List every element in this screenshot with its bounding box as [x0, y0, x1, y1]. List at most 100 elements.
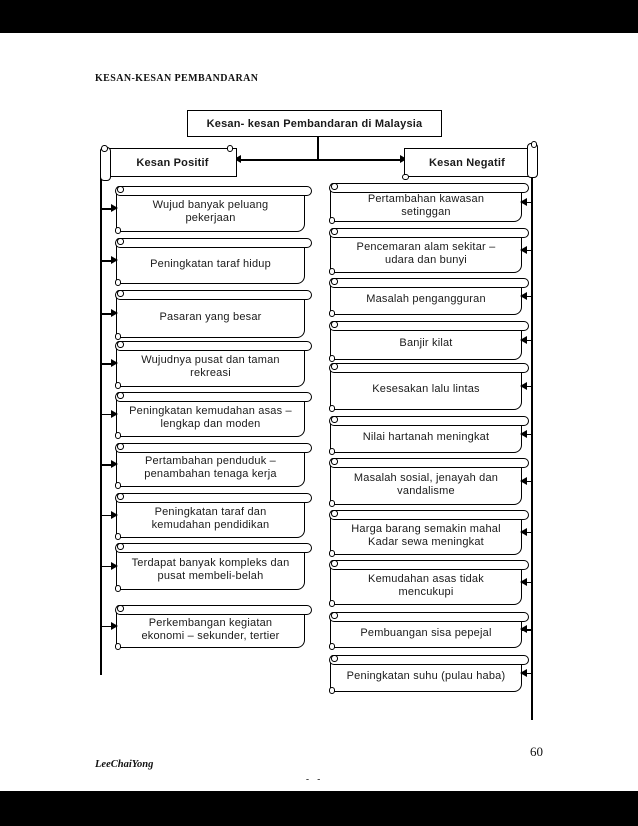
scroll-curl-icon	[114, 643, 121, 650]
scroll-curl-icon	[117, 443, 124, 450]
scroll-top-roll	[115, 237, 312, 248]
effect-label: Peningkatan kemudahan asas – lengkap dan…	[129, 404, 292, 430]
effect-label: Pasaran yang besar	[159, 310, 262, 323]
effect-label: Masalah pengangguran	[366, 293, 486, 305]
scroll-curl-icon	[328, 217, 335, 224]
scroll-curl-icon	[114, 279, 121, 286]
negative-effect-box: Nilai hartanah meningkat	[328, 415, 531, 455]
scroll-curl-icon	[114, 382, 121, 389]
scroll-top-roll	[329, 611, 529, 622]
scroll-top-roll	[115, 289, 312, 300]
negative-effect-box: Peningkatan suhu (pulau haba)	[328, 654, 531, 694]
scroll-curl-icon	[114, 482, 121, 489]
negative-branch-label: Kesan Negatif	[429, 156, 505, 169]
scroll-curl-icon	[328, 550, 335, 557]
left-arrow-icon	[520, 292, 531, 300]
negative-effect-box: Kesesakan lalu lintas	[328, 362, 531, 412]
effect-label: Nilai hartanah meningkat	[362, 431, 490, 443]
scroll-curl-icon	[117, 392, 124, 399]
page-number: 60	[530, 744, 543, 759]
scroll-curl-icon	[114, 227, 121, 234]
scroll-curl-icon	[328, 600, 335, 607]
scroll-curl-icon	[331, 183, 338, 190]
scroll-edge-decoration	[527, 143, 538, 178]
right-arrow-icon	[100, 461, 118, 468]
diagram-root-label: Kesan- kesan Pembandaran di Malaysia	[206, 117, 423, 130]
scroll-curl-icon	[117, 605, 124, 612]
right-branch-line	[531, 143, 533, 720]
positive-effect-box: Pertambahan penduduk – penambahan tenaga…	[100, 442, 312, 489]
scroll-top-roll	[115, 492, 312, 503]
positive-branch-box: Kesan Positif	[100, 145, 237, 181]
letterbox-bottom-bar	[0, 791, 638, 826]
scroll-curl-icon	[328, 405, 335, 412]
effect-label: Peningkatan suhu (pulau haba)	[346, 670, 506, 682]
scroll-curl-icon	[328, 500, 335, 507]
left-arrow-icon	[520, 528, 531, 536]
right-arrow-icon	[100, 257, 118, 264]
scroll-curl-icon	[114, 585, 121, 592]
left-arrow-icon	[520, 578, 531, 586]
scroll-top-roll	[329, 559, 529, 570]
scroll-curl-icon	[328, 310, 335, 317]
scroll-curl-icon	[331, 363, 338, 370]
double-headed-arrow	[234, 156, 407, 163]
positive-effect-box: Wujud banyak peluang pekerjaan	[100, 185, 312, 234]
root-connector-line	[317, 136, 319, 160]
scroll-curl-icon	[530, 141, 537, 148]
scroll-top-roll	[329, 457, 529, 468]
effect-label: Pencemaran alam sekitar – udara dan buny…	[356, 240, 496, 266]
negative-branch-box: Kesan Negatif	[402, 141, 538, 180]
scroll-top-roll	[115, 185, 312, 196]
left-arrow-icon	[520, 198, 531, 206]
left-arrow-icon	[520, 336, 531, 344]
positive-effect-box: Terdapat banyak kompleks dan pusat membe…	[100, 542, 312, 592]
scroll-curl-icon	[331, 612, 338, 619]
scroll-curl-icon	[331, 228, 338, 235]
effect-label: Peningkatan taraf hidup	[150, 257, 271, 270]
scroll-top-roll	[115, 542, 312, 553]
scroll-curl-icon	[331, 458, 338, 465]
left-branch-line	[100, 150, 102, 675]
negative-effect-box: Kemudahan asas tidak mencukupi	[328, 559, 531, 607]
scroll-top-roll	[115, 391, 312, 402]
effect-label: Peningkatan taraf dan kemudahan pendidik…	[151, 505, 270, 531]
scroll-top-roll	[329, 509, 529, 520]
right-arrow-icon	[100, 310, 118, 317]
scroll-curl-icon	[328, 268, 335, 275]
letterbox-top-bar	[0, 0, 638, 33]
scroll-curl-icon	[331, 278, 338, 285]
effect-label: Kemudahan asas tidak mencukupi	[368, 572, 484, 598]
scroll-curl-icon	[331, 655, 338, 662]
effect-label: Harga barang semakin mahal Kadar sewa me…	[351, 522, 501, 548]
effect-label: Kesesakan lalu lintas	[372, 383, 480, 395]
right-arrow-icon	[100, 205, 118, 212]
effect-label: Pertambahan kawasan setinggan	[367, 192, 485, 218]
left-arrow-icon	[520, 626, 531, 633]
effect-label: Pertambahan penduduk – penambahan tenaga…	[144, 455, 277, 480]
positive-effect-box: Pasaran yang besar	[100, 289, 312, 340]
scroll-curl-icon	[331, 560, 338, 567]
scroll-curl-icon	[101, 145, 108, 152]
scroll-top-roll	[329, 415, 529, 426]
effect-label: Masalah sosial, jenayah dan vandalisme	[353, 471, 499, 497]
scroll-edge-decoration	[100, 147, 111, 181]
scroll-curl-icon	[114, 333, 121, 340]
scroll-curl-icon	[117, 238, 124, 245]
scroll-curl-icon	[117, 543, 124, 550]
scroll-curl-icon	[331, 416, 338, 423]
scroll-curl-icon	[328, 687, 335, 694]
scroll-curl-icon	[114, 533, 121, 540]
positive-effect-box: Peningkatan taraf hidup	[100, 237, 312, 286]
right-arrow-icon	[100, 562, 118, 570]
scroll-curl-icon	[328, 643, 335, 650]
scroll-curl-icon	[117, 341, 124, 348]
scroll-top-roll	[329, 227, 529, 238]
scroll-curl-icon	[331, 321, 338, 328]
scroll-curl-icon	[328, 448, 335, 455]
scroll-top-roll	[329, 320, 529, 331]
effect-label: Perkembangan kegiatan ekonomi – sekunder…	[141, 616, 280, 642]
negative-effect-box: Pencemaran alam sekitar – udara dan buny…	[328, 227, 531, 275]
right-arrow-icon	[100, 511, 118, 519]
